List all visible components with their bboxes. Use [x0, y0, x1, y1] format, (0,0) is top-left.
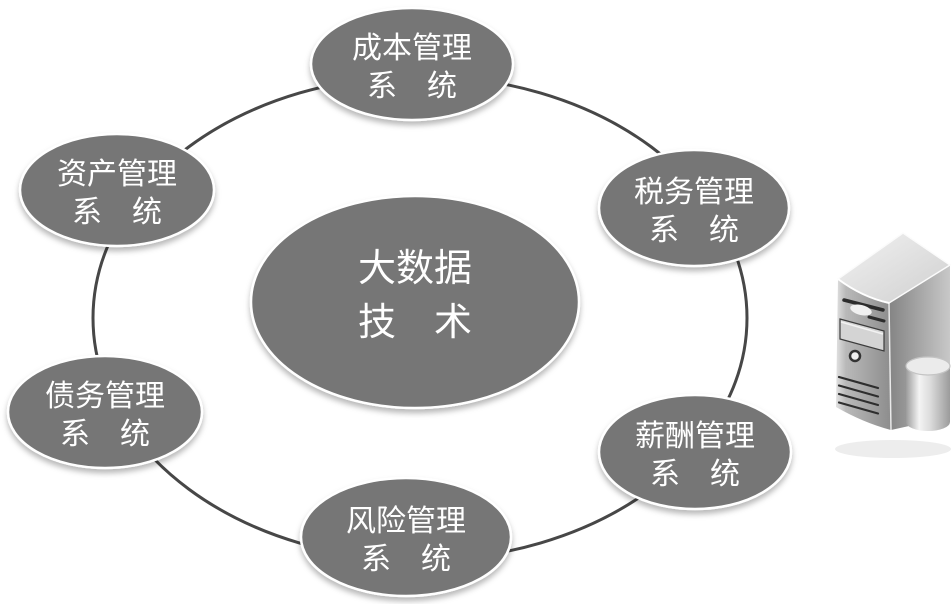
server-drive-bay [839, 318, 885, 352]
database-cylinder-body [906, 366, 950, 431]
node-ellipse [6, 354, 204, 470]
node-debt-management-system: 债务管理 系 统 [6, 354, 204, 470]
node-label-line2: 系 统 [649, 214, 739, 247]
node-label-line1: 资产管理 [57, 158, 177, 191]
server-front-face [836, 279, 891, 430]
server-edge-highlight [888, 302, 892, 431]
node-label-line2: 系 统 [72, 196, 162, 229]
server-icon [835, 232, 952, 458]
node-label-line1: 债务管理 [45, 380, 165, 413]
server-edge-highlight [837, 278, 890, 304]
node-label-line1: 税务管理 [634, 176, 754, 209]
server-vent-line [837, 392, 880, 407]
node-ellipse [18, 132, 216, 248]
node-salary-management-system: 薪酬管理 系 统 [597, 393, 793, 511]
server-vent-line [837, 375, 880, 390]
node-ellipse [299, 476, 513, 598]
server-vent-line [837, 384, 880, 398]
node-label-line2: 系 统 [60, 418, 150, 451]
node-label-line2: 系 统 [650, 458, 740, 491]
node-label-line1: 成本管理 [352, 32, 472, 65]
server-shadow [835, 440, 951, 458]
node-risk-management-system: 风险管理 系 统 [299, 476, 513, 598]
server-eject-button [850, 304, 872, 316]
center-ellipse [249, 194, 581, 410]
database-cylinder-top [905, 356, 951, 376]
node-label-line2: 系 统 [367, 70, 457, 103]
server-drive-bay-highlight [840, 321, 884, 335]
server-vent-line [837, 401, 880, 415]
node-label-line1: 薪酬管理 [635, 420, 755, 453]
node-tax-management-system: 税务管理 系 统 [597, 148, 791, 268]
node-ellipse [597, 148, 791, 268]
node-ellipse [309, 6, 515, 122]
node-ellipse [597, 393, 793, 511]
node-big-data-technology: 大数据 技 术 [249, 194, 581, 410]
server-slot [842, 298, 885, 312]
node-cost-management-system: 成本管理 系 统 [309, 6, 515, 122]
node-label-line2: 系 统 [361, 543, 451, 576]
server-slot [867, 315, 886, 323]
node-label-line1: 风险管理 [346, 505, 466, 538]
center-label-line1: 大数据 [358, 248, 472, 290]
center-label-line2: 技 术 [358, 302, 472, 344]
server-power-button [848, 349, 862, 363]
node-asset-management-system: 资产管理 系 统 [18, 132, 216, 248]
